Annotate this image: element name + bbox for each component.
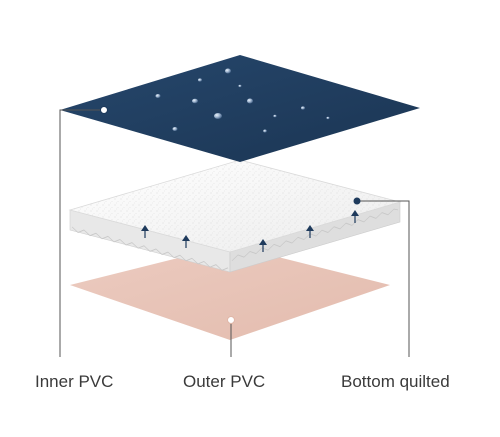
markers: [100, 106, 361, 324]
up-arrow-icon: [351, 210, 359, 223]
up-arrow-icon: [306, 225, 314, 238]
water-droplets: [155, 68, 330, 133]
water-droplet-icon: [198, 78, 202, 82]
dot-marker-icon: [353, 197, 361, 205]
up-arrow-icon: [259, 239, 267, 252]
leader-line-inner: [59, 109, 104, 357]
water-droplet-icon: [155, 94, 161, 98]
leader-lines: [59, 109, 410, 357]
water-droplet-icon: [326, 116, 330, 120]
water-droplet-icon: [301, 106, 305, 110]
up-arrow-icon: [182, 235, 190, 248]
dot-marker-icon: [100, 106, 108, 114]
inner-layer: [60, 55, 420, 162]
leader-line-bottom: [357, 200, 410, 357]
label-inner-pvc: Inner PVC: [35, 372, 114, 391]
water-droplet-icon: [263, 129, 267, 133]
water-droplet-icon: [214, 113, 222, 119]
dot-marker-icon: [227, 316, 235, 324]
up-arrow-icon: [141, 225, 149, 238]
middle-layer: [68, 159, 402, 273]
water-droplet-icon: [238, 84, 242, 88]
water-droplet-icon: [225, 68, 231, 74]
bottom-layer: [70, 245, 390, 340]
airflow-arrows: [141, 210, 359, 252]
label-outer-pvc: Outer PVC: [183, 372, 266, 391]
water-droplet-icon: [247, 98, 253, 104]
water-droplet-icon: [192, 98, 198, 104]
water-droplet-icon: [172, 127, 178, 131]
label-bottom-quilted: Bottom quilted: [341, 372, 450, 391]
water-droplet-icon: [273, 114, 277, 118]
